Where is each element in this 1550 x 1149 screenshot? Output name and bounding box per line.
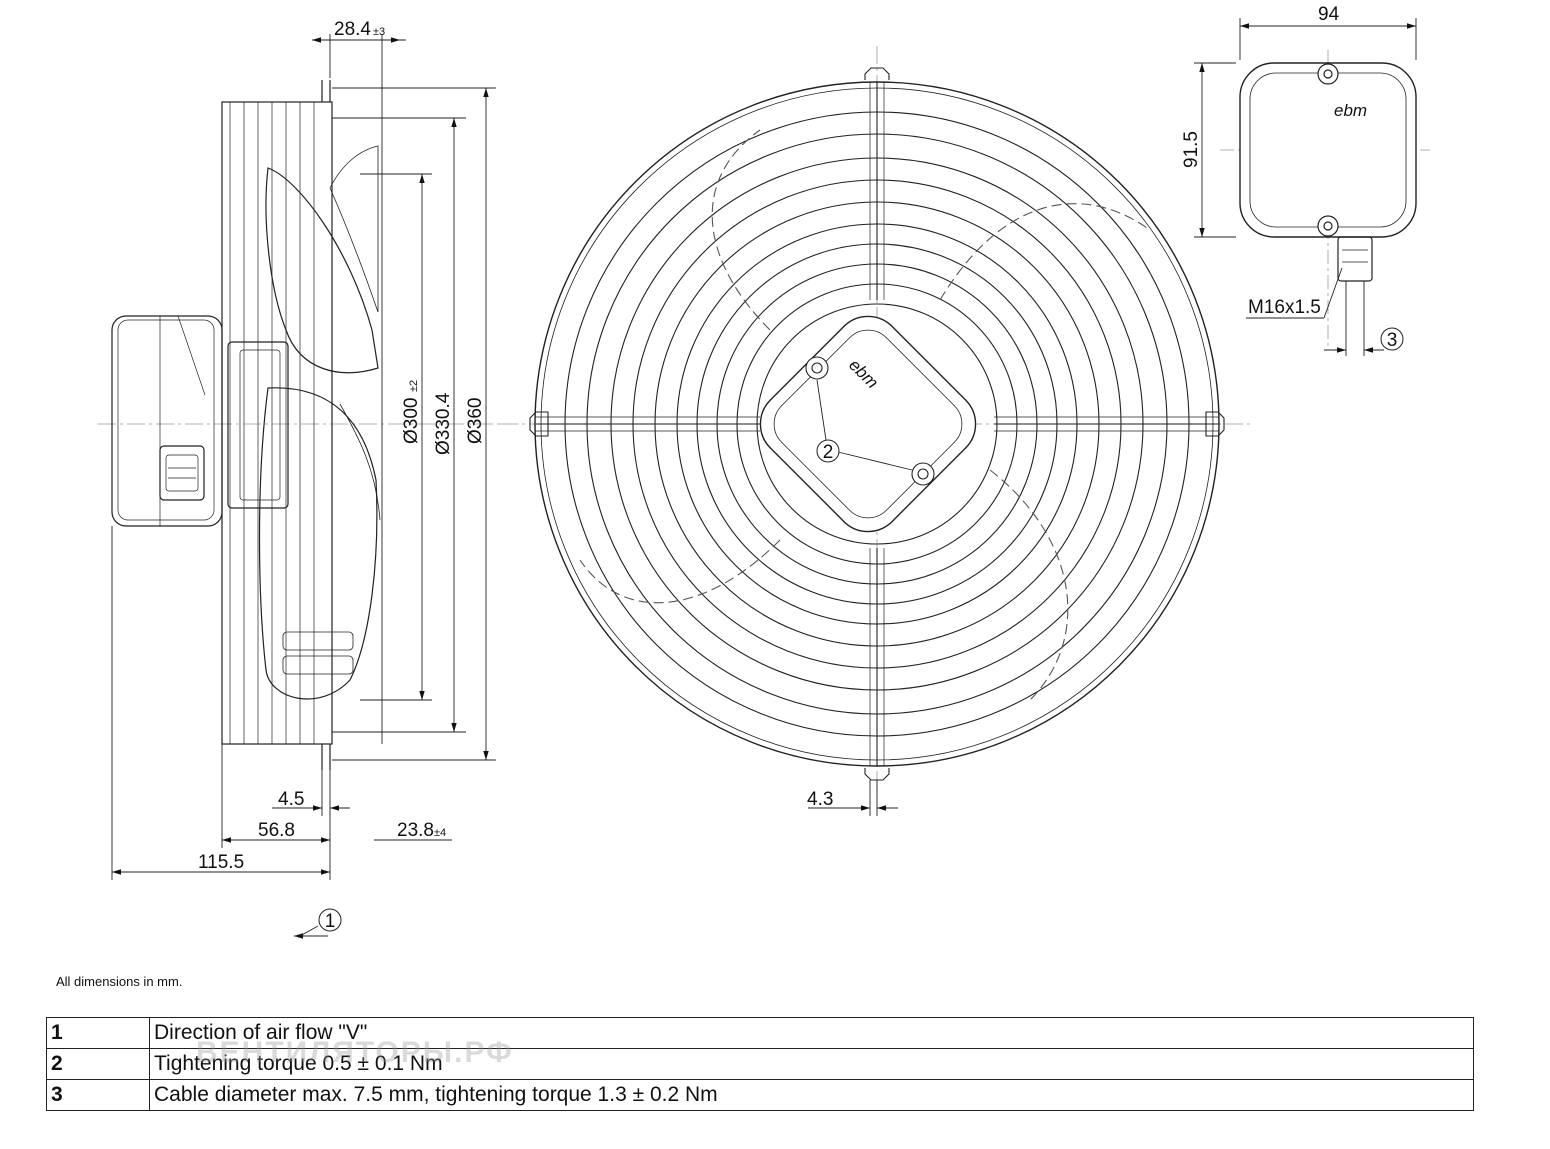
blade-side-upper bbox=[265, 167, 379, 374]
cable-gland-side bbox=[159, 445, 205, 501]
terminal-box-dimensions bbox=[1194, 18, 1417, 353]
dim-box-width: 94 bbox=[1318, 4, 1340, 25]
legend-table: 1 Direction of air flow "V" 2 Tightening… bbox=[46, 1017, 1474, 1111]
dim-top-offset-tol: ±3 bbox=[373, 26, 385, 38]
callout-3-circle bbox=[1380, 327, 1404, 351]
dim-56-8: 56.8 bbox=[258, 820, 295, 841]
callout-2: 2 bbox=[823, 442, 834, 463]
guard-side bbox=[221, 101, 333, 745]
dim-4-5: 4.5 bbox=[278, 789, 304, 810]
dim-top-offset: 28.4 bbox=[334, 19, 371, 40]
dim-23-8: 23.8 bbox=[397, 820, 434, 841]
cable-gland-top bbox=[1337, 236, 1373, 282]
mount-tab-top bbox=[864, 67, 890, 80]
legend-row: 1 Direction of air flow "V" bbox=[46, 1017, 1474, 1049]
dim-box-height: 91.5 bbox=[1181, 131, 1202, 168]
callout-3: 3 bbox=[1387, 330, 1398, 351]
legend-row: 3 Cable diameter max. 7.5 mm, tightening… bbox=[46, 1079, 1474, 1111]
motor-hub-side bbox=[227, 341, 289, 509]
front-dim-4-3 bbox=[808, 780, 898, 816]
terminal-box-front bbox=[759, 315, 977, 533]
label-gland-thread: M16x1.5 bbox=[1248, 297, 1321, 318]
legend-number: 2 bbox=[46, 1048, 150, 1080]
fan-blade-3 bbox=[579, 539, 781, 604]
dim-dia-330: Ø330.4 bbox=[433, 392, 454, 455]
front-view bbox=[500, 46, 1250, 800]
legend-row: 2 Tightening torque 0.5 ± 0.1 Nm bbox=[46, 1048, 1474, 1080]
legend-text: Direction of air flow "V" bbox=[149, 1017, 1474, 1049]
callout-1: 1 bbox=[325, 911, 336, 932]
blade-side-lower bbox=[258, 387, 378, 700]
legend-text: Cable diameter max. 7.5 mm, tightening t… bbox=[149, 1079, 1474, 1111]
legend-number: 1 bbox=[46, 1017, 150, 1049]
callout-2-circle bbox=[816, 439, 840, 463]
side-view bbox=[98, 80, 505, 770]
screw-lower bbox=[911, 462, 935, 486]
fan-blade-4 bbox=[711, 129, 771, 331]
brand-logo-box: ebm bbox=[1334, 101, 1367, 120]
mount-tab-left bbox=[529, 411, 549, 437]
fan-blade-2 bbox=[989, 469, 1069, 701]
terminal-box-side bbox=[111, 315, 223, 527]
dimensions-note: All dimensions in mm. bbox=[56, 974, 183, 989]
dim-dia-300: Ø300 bbox=[401, 398, 422, 444]
legend-number: 3 bbox=[46, 1079, 150, 1111]
mount-tab-right bbox=[1205, 411, 1225, 437]
dim-23-8-tol: ±4 bbox=[434, 827, 446, 839]
screw-upper bbox=[805, 356, 829, 380]
terminal-box-detail bbox=[1220, 50, 1430, 356]
callout-1-circle bbox=[318, 908, 342, 932]
legend-text: Tightening torque 0.5 ± 0.1 Nm bbox=[149, 1048, 1474, 1080]
dim-dia-300-tol: ±2 bbox=[408, 380, 420, 392]
dim-4-3: 4.3 bbox=[807, 789, 833, 810]
dim-dia-360: Ø360 bbox=[465, 398, 486, 444]
terminal-box-top bbox=[1239, 62, 1417, 238]
side-view-dimensions bbox=[111, 34, 496, 939]
fan-blade-1 bbox=[939, 203, 1151, 301]
dim-115-5: 115.5 bbox=[198, 852, 244, 873]
